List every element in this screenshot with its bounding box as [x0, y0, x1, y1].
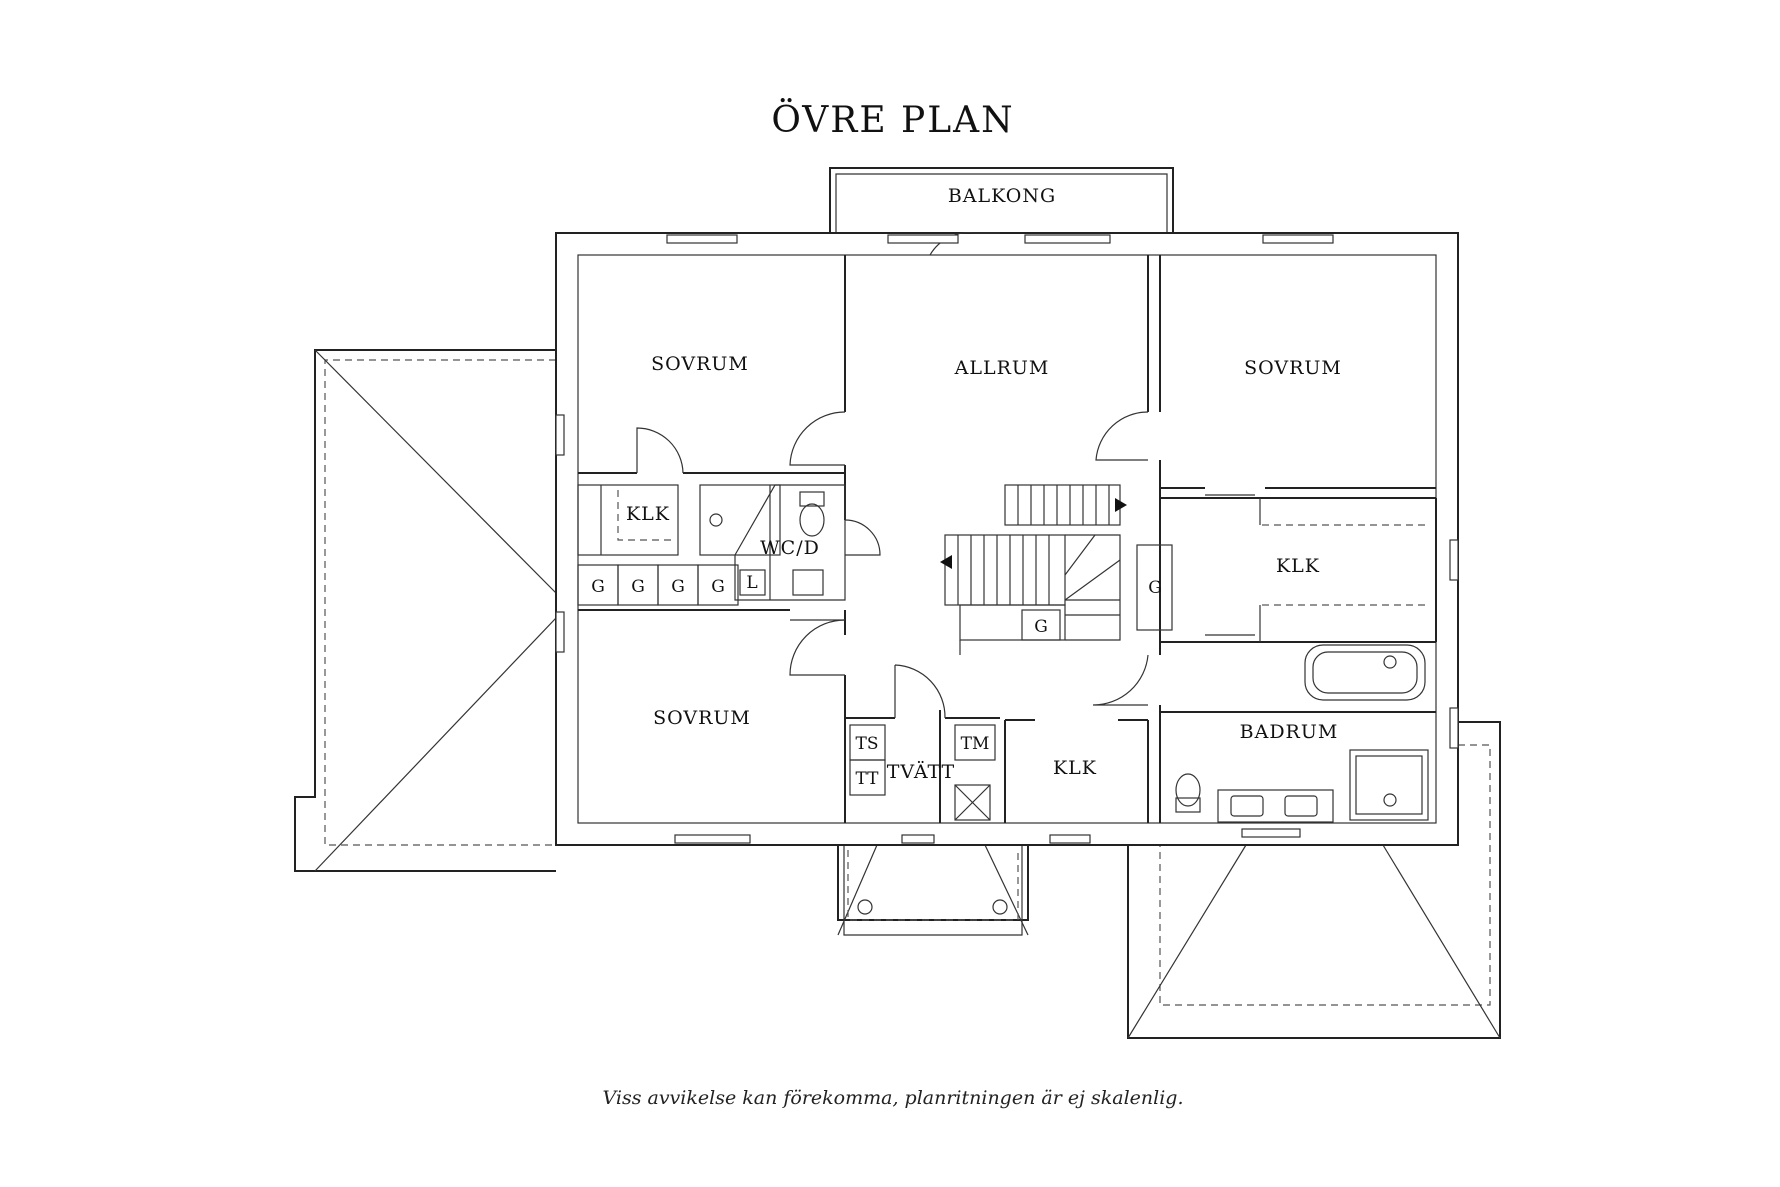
windows — [555, 234, 1459, 844]
laundry — [849, 724, 996, 821]
room-label-badrum: BADRUM — [1240, 721, 1339, 743]
klk-east-wardrobe — [1205, 494, 1430, 642]
storage-label-g3: G — [671, 577, 685, 597]
storage-row — [577, 564, 739, 606]
roof-porch — [837, 844, 1029, 936]
staircase — [940, 484, 1127, 655]
roof-east — [1127, 721, 1501, 1039]
doors — [789, 231, 1149, 719]
storage-label-g-stair: G — [1034, 617, 1048, 637]
storage-label-g1: G — [591, 577, 605, 597]
room-label-tvatt: TVÄTT — [887, 760, 956, 783]
bathroom-fixtures — [1175, 644, 1429, 823]
room-label-wcd: WC/D — [760, 537, 820, 559]
storage-label-g4: G — [711, 577, 725, 597]
room-label-sovrum-nw: SOVRUM — [651, 353, 749, 375]
room-label-sovrum-ne: SOVRUM — [1244, 357, 1342, 379]
wc-block — [577, 427, 881, 601]
balcony — [829, 167, 1174, 233]
room-label-balkong: BALKONG — [948, 185, 1056, 207]
storage-label-g2: G — [631, 577, 645, 597]
room-label-sovrum-sw: SOVRUM — [653, 707, 751, 729]
outer-walls — [555, 232, 1459, 846]
label-ts: TS — [856, 734, 879, 754]
room-label-klk-south: KLK — [1053, 757, 1097, 779]
roof-west — [294, 349, 557, 872]
label-l: L — [746, 573, 757, 593]
plan-title: ÖVRE PLAN — [771, 99, 1014, 141]
room-label-klk-west: KLK — [626, 503, 670, 525]
interior-walls — [578, 255, 1437, 823]
footnote: Viss avvikelse kan förekomma, planritnin… — [602, 1087, 1183, 1109]
label-tt: TT — [856, 769, 880, 789]
closet-east — [1136, 544, 1173, 631]
room-label-allrum: ALLRUM — [954, 357, 1050, 379]
storage-label-g-east: G — [1148, 578, 1162, 598]
room-label-klk-east: KLK — [1276, 555, 1320, 577]
label-tm: TM — [961, 734, 990, 754]
